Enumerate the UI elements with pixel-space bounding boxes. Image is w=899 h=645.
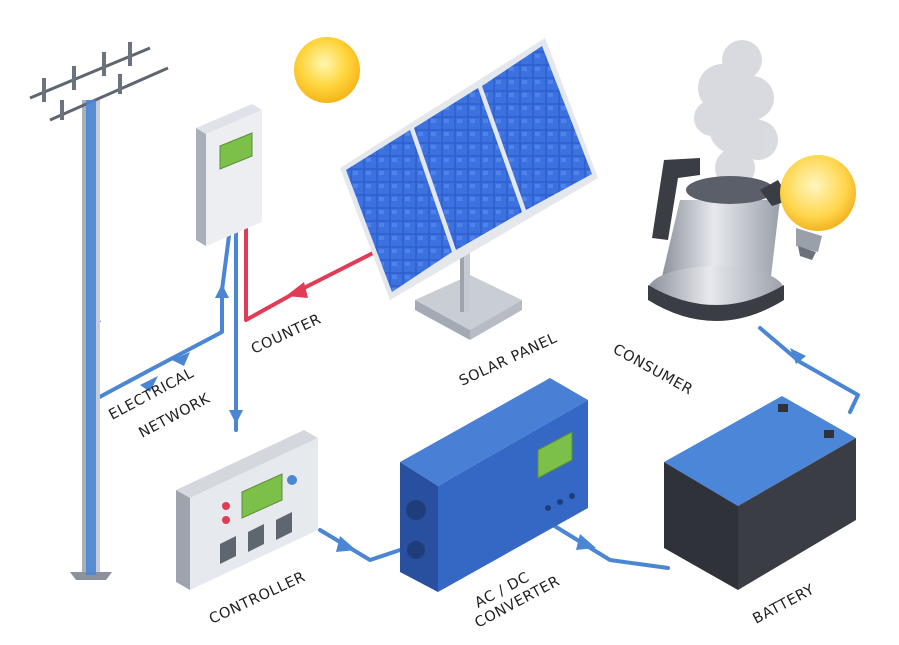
wires <box>87 118 860 570</box>
arrow-up-counter <box>215 284 229 298</box>
charge-controller-icon <box>176 430 318 590</box>
battery-icon <box>664 396 856 590</box>
wire-solar-counter <box>244 224 377 322</box>
light-bulb-icon <box>780 155 856 260</box>
wire-controller-converter <box>318 528 402 562</box>
solar-panel-icon <box>340 38 598 340</box>
arrow-network-2 <box>172 352 190 366</box>
arrow-battery-consumer <box>790 348 806 364</box>
utility-pole-icon <box>29 42 169 580</box>
arrow-network <box>140 376 158 392</box>
label-counter: COUNTER <box>249 311 324 357</box>
label-battery: BATTERY <box>750 582 817 628</box>
label-controller: CONTROLLER <box>207 569 308 628</box>
arrow-down-controller <box>229 410 243 424</box>
arrow-converter-battery <box>576 534 596 550</box>
arrow-red <box>286 282 308 298</box>
electric-meter-icon <box>196 104 262 246</box>
kettle-icon <box>648 40 790 321</box>
inverter-icon <box>400 378 588 592</box>
label-consumer: CONSUMER <box>610 342 695 399</box>
wire-battery-consumer <box>758 326 860 414</box>
wire-converter-battery <box>546 520 670 570</box>
label-solar-panel: SOLAR PANEL <box>457 330 560 389</box>
arrow-controller-converter <box>336 536 356 552</box>
sun-icon <box>294 37 360 103</box>
